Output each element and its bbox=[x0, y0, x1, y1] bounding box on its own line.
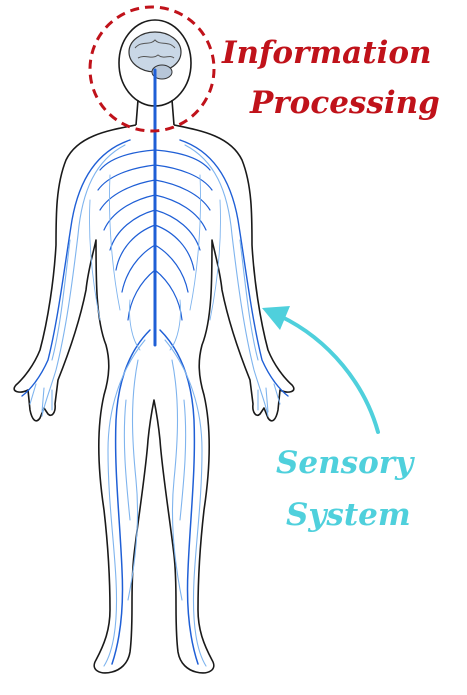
sensory-system-label-line1: Sensory bbox=[276, 448, 413, 479]
sensory-arrow bbox=[262, 306, 378, 432]
information-processing-label-line2: Processing bbox=[250, 88, 440, 119]
sensory-system-label-line2: System bbox=[286, 500, 411, 531]
information-processing-label-line1: Information bbox=[222, 38, 432, 69]
